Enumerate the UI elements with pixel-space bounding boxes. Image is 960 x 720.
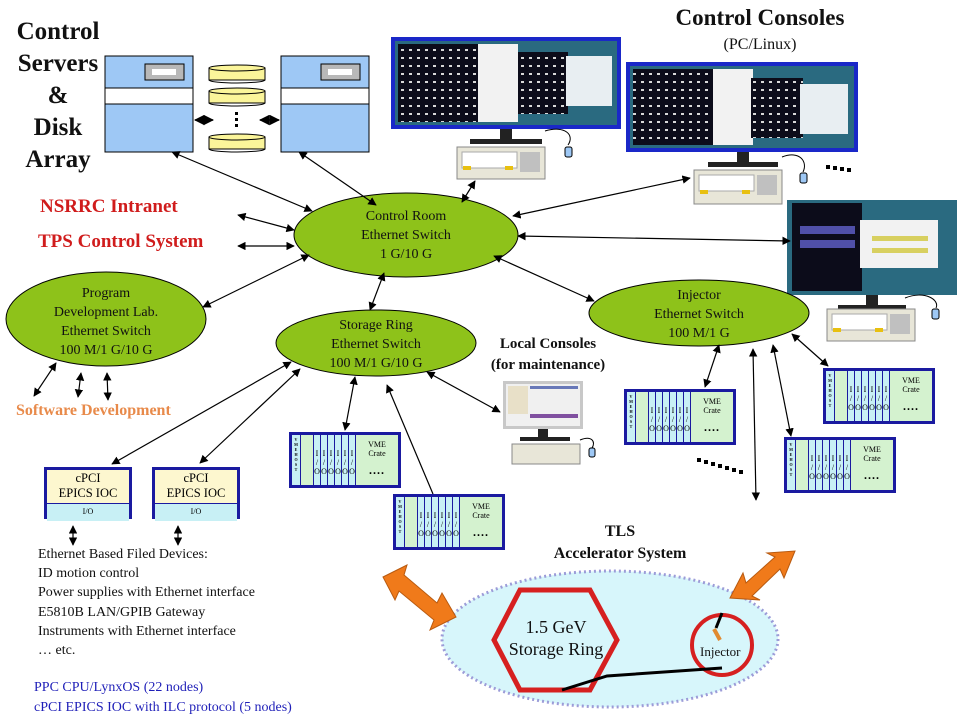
- io-slot: I/O: [649, 392, 656, 442]
- disk: [208, 133, 266, 153]
- storage-ring-switch-label: Storage Ring Ethernet Switch 100 M/1 G/1…: [329, 318, 423, 371]
- io-slot: I/O: [432, 497, 439, 547]
- keyboard-icon: [826, 308, 916, 342]
- mouse-icon: [588, 447, 596, 458]
- io-label: I/O: [155, 503, 237, 521]
- io-slot: I/O: [439, 497, 446, 547]
- storage-ring-hexagon: [491, 587, 620, 693]
- consoles-title: Control Consoles: [675, 5, 845, 30]
- io-slot: I/O: [677, 392, 684, 442]
- mouse-cable: [544, 128, 571, 146]
- io-slot: I/O: [314, 435, 321, 485]
- io-slot: I/O: [453, 497, 460, 547]
- program-dev-switch: [5, 271, 207, 367]
- keyboard-icon: [456, 146, 546, 180]
- node-notes: PPC CPU/LynxOS (22 nodes) cPCI EPICS IOC…: [34, 680, 292, 715]
- io-slot: I/O: [663, 392, 670, 442]
- local-consoles-label: Local Consoles (for maintenance): [490, 336, 606, 373]
- disk: [208, 64, 266, 84]
- disk: [208, 87, 266, 107]
- program-dev-switch-label: Program Development Lab. Ethernet Switch…: [53, 286, 159, 358]
- field-devices-list: Ethernet Based Filed Devices: ID motion …: [38, 547, 255, 659]
- tps-label: TPS Control System: [38, 231, 204, 252]
- software-dev-label: Software Development: [16, 402, 171, 419]
- io-slot: I/O: [342, 435, 349, 485]
- big-arrow-right: [729, 550, 796, 601]
- io-slot: I/O: [883, 371, 890, 421]
- intranet-label: NSRRC Intranet: [40, 196, 178, 217]
- io-slot: I/O: [855, 371, 862, 421]
- control-server-right: [280, 55, 370, 153]
- io-label: I/O: [47, 503, 129, 521]
- local-console-monitor: [503, 381, 583, 441]
- io-slot: I/O: [848, 371, 855, 421]
- io-slot: I/O: [321, 435, 328, 485]
- io-slot: I/O: [816, 440, 823, 490]
- mouse-icon: [931, 308, 940, 320]
- mouse-icon: [564, 146, 573, 158]
- io-slot: I/O: [328, 435, 335, 485]
- io-slot: I/O: [349, 435, 356, 485]
- io-slot: I/O: [425, 497, 432, 547]
- transfer-line: [561, 666, 723, 692]
- keyboard-icon: [511, 443, 581, 465]
- io-slot: I/O: [823, 440, 830, 490]
- injector-switch: [588, 279, 810, 347]
- io-slot: I/O: [837, 440, 844, 490]
- servers-title: Control Servers & Disk Array: [16, 18, 100, 173]
- disk-ellipsis: [235, 112, 238, 127]
- more-consoles-ellipsis: [826, 165, 851, 172]
- disk-array: [208, 64, 266, 153]
- control-server-left: [104, 55, 194, 153]
- io-slot: I/O: [869, 371, 876, 421]
- mouse-icon: [799, 172, 808, 184]
- tls-title: TLS Accelerator System: [553, 523, 687, 562]
- injector-switch-label: Injector Ethernet Switch 100 M/1 G: [654, 288, 744, 341]
- more-crates-ellipsis: [697, 458, 743, 474]
- big-arrow-left: [382, 564, 457, 632]
- console-monitor-1: [391, 37, 621, 144]
- storage-ring-label: 1.5 GeV Storage Ring: [508, 617, 604, 659]
- consoles-subtitle: (PC/Linux): [723, 36, 797, 53]
- io-slot: I/O: [335, 435, 342, 485]
- io-slot: I/O: [876, 371, 883, 421]
- io-slot: I/O: [830, 440, 837, 490]
- keyboard-icon: [693, 169, 783, 205]
- io-slot: I/O: [844, 440, 851, 490]
- console-monitor-3: [787, 200, 957, 310]
- control-room-switch-label: Control Room Ethernet Switch 1 G/10 G: [361, 209, 451, 262]
- console-monitor-2: [626, 62, 858, 167]
- io-slot: I/O: [670, 392, 677, 442]
- io-slot: I/O: [656, 392, 663, 442]
- io-slot: I/O: [446, 497, 453, 547]
- tls-accelerator-area: [440, 569, 780, 709]
- io-slot: I/O: [418, 497, 425, 547]
- io-slot: I/O: [862, 371, 869, 421]
- network-links: [33, 151, 829, 546]
- io-slot: I/O: [684, 392, 691, 442]
- io-slot: I/O: [809, 440, 816, 490]
- injector-label: Injector: [700, 644, 741, 659]
